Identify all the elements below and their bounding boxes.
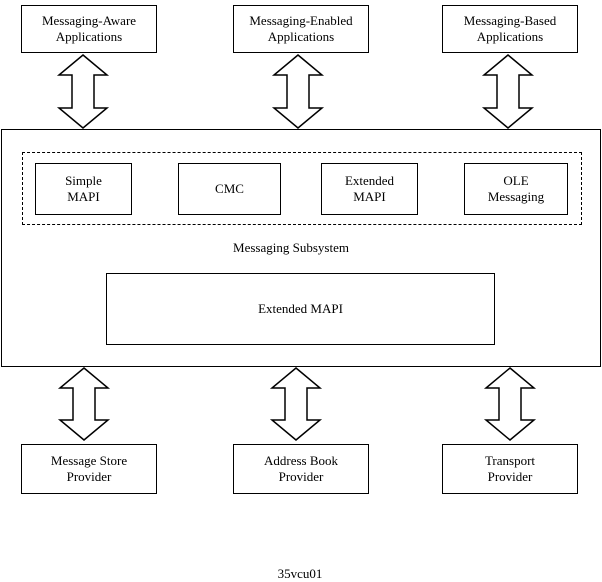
provider-box-transport: Transport Provider	[442, 444, 578, 494]
interface-box-cmc: CMC	[178, 163, 281, 215]
app-box-messaging-aware: Messaging-Aware Applications	[21, 5, 157, 53]
arrow-aware-to-subsystem	[56, 54, 110, 129]
arrow-subsystem-to-transport	[483, 367, 537, 441]
interface-box-ole-messaging: OLE Messaging	[464, 163, 568, 215]
arrow-based-to-subsystem	[481, 54, 535, 129]
app-box-messaging-based: Messaging-Based Applications	[442, 5, 578, 53]
app-box-messaging-enabled: Messaging-Enabled Applications	[233, 5, 369, 53]
arrow-enabled-to-subsystem	[271, 54, 325, 129]
interface-box-simple-mapi: Simple MAPI	[35, 163, 132, 215]
arrow-subsystem-to-addressbook	[269, 367, 323, 441]
arrow-subsystem-to-store	[57, 367, 111, 441]
messaging-subsystem-box	[1, 129, 601, 367]
provider-box-message-store: Message Store Provider	[21, 444, 157, 494]
subsystem-title: Messaging Subsystem	[233, 240, 349, 255]
interface-box-extended-mapi: Extended MAPI	[321, 163, 418, 215]
figure-caption: 35vcu01	[277, 566, 323, 581]
client-interfaces-group	[22, 152, 582, 225]
provider-box-address-book: Address Book Provider	[233, 444, 369, 494]
extended-mapi-core-box: Extended MAPI	[106, 273, 495, 345]
